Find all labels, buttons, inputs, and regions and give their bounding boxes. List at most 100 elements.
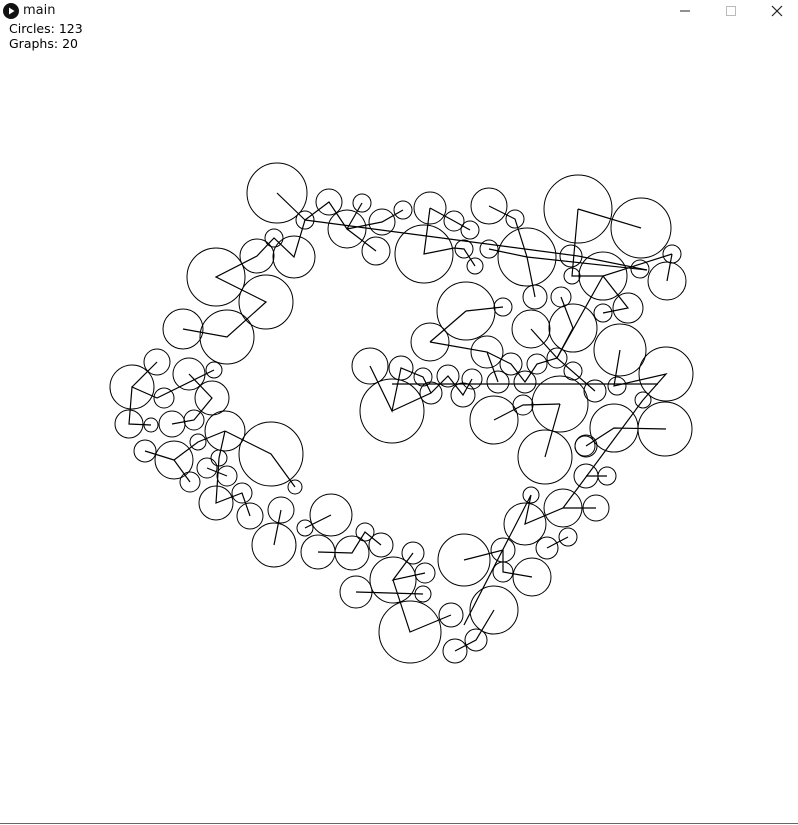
graph-edge-line <box>613 349 668 401</box>
graph-node-circle <box>662 244 682 264</box>
graph-node-circle <box>638 346 694 402</box>
graph-node-circle <box>143 417 159 433</box>
graph-node-circle <box>109 364 155 410</box>
graph-node-circle <box>351 347 389 385</box>
graph-node-circle <box>186 247 246 307</box>
graph-node-circle <box>492 561 514 583</box>
graph-node-circle <box>526 353 548 375</box>
graph-node-circle <box>239 238 275 274</box>
graph-node-circle <box>410 322 450 362</box>
graph-edge-line <box>429 207 471 231</box>
graph-node-circle <box>189 433 207 451</box>
graph-node-circle <box>393 200 413 220</box>
graph-node-circle <box>133 439 157 463</box>
graph-node-circle <box>419 381 443 405</box>
graph-node-circle <box>154 440 194 480</box>
graph-node-circle <box>368 532 394 558</box>
graph-node-circle <box>238 274 294 330</box>
graph-node-circle <box>309 493 353 537</box>
graph-edge-line <box>346 228 377 252</box>
graph-node-circle <box>414 562 436 584</box>
graph-node-circle <box>442 638 468 664</box>
graph-node-circle <box>153 387 175 409</box>
graph-node-circle <box>236 502 264 530</box>
graph-edge-line <box>556 296 574 359</box>
graph-edge-line <box>304 201 363 231</box>
graph-node-circle <box>194 380 230 416</box>
graph-edge-line <box>585 427 667 447</box>
graph-edge-line <box>544 403 561 458</box>
graph-node-circle <box>522 284 548 310</box>
graph-node-circle <box>563 361 583 381</box>
graph-edge-line <box>488 248 648 271</box>
graph-edge-line <box>317 531 382 554</box>
graph-node-circle <box>287 479 303 495</box>
graph-edge-line <box>463 549 533 578</box>
graph-node-circle <box>583 379 607 403</box>
graph-node-circle <box>497 227 557 287</box>
graph-edge-line <box>144 450 175 461</box>
graph-edge-line <box>369 365 432 413</box>
graph-node-circle <box>437 533 491 587</box>
graph-node-circle <box>543 488 583 528</box>
close-icon <box>771 5 783 17</box>
graph-node-circle <box>582 494 610 522</box>
graph-node-circle <box>550 286 572 308</box>
graph-node-circle <box>460 220 480 240</box>
graph-edge-line <box>391 375 473 412</box>
graph-node-circle <box>593 303 613 323</box>
graph-node-circle <box>238 421 304 487</box>
circles-label: Circles: <box>9 21 55 36</box>
graph-node-circle <box>464 628 488 652</box>
graph-node-circle <box>413 191 447 225</box>
graph-node-circle <box>461 368 483 390</box>
graph-node-circle <box>574 435 596 457</box>
graph-node-circle <box>559 244 583 268</box>
graph-node-circle <box>634 391 652 409</box>
graph-node-circle <box>114 409 144 439</box>
graph-edge-line <box>131 361 158 388</box>
graph-node-circle <box>531 375 589 433</box>
play-icon <box>3 3 19 19</box>
graph-node-circle <box>443 210 465 232</box>
graph-node-circle <box>183 409 205 431</box>
graph-node-circle <box>369 556 417 604</box>
graph-node-circle <box>490 537 516 563</box>
graph-node-circle <box>368 208 396 236</box>
close-button[interactable] <box>754 0 798 22</box>
graph-node-circle <box>469 585 519 635</box>
graph-edge-line <box>429 310 467 343</box>
graph-node-circle <box>436 281 496 341</box>
minimize-button[interactable] <box>662 0 708 22</box>
graph-edge-line <box>304 514 332 529</box>
graph-node-circle <box>466 257 484 275</box>
graph-node-circle <box>470 187 508 225</box>
graph-node-circle <box>272 235 316 279</box>
graph-edge-line <box>562 399 644 509</box>
circles-count: Circles: 123 <box>9 21 83 37</box>
maximize-button[interactable] <box>708 0 754 22</box>
graph-node-circle <box>198 485 234 521</box>
graph-node-circle <box>546 347 568 369</box>
graph-node-circle <box>334 535 370 571</box>
graph-edge-line <box>171 373 213 425</box>
graph-node-circle <box>505 209 525 229</box>
window-title: main <box>23 3 56 18</box>
graph-node-circle <box>522 486 540 504</box>
graph-edge-line <box>454 609 495 652</box>
graph-node-circle <box>558 527 578 547</box>
graph-node-circle <box>414 585 432 603</box>
title-bar[interactable]: main <box>0 0 798 22</box>
graph-edge-line <box>486 351 596 392</box>
graph-node-circle <box>315 188 343 216</box>
graph-node-circle <box>295 210 315 230</box>
graph-node-circle <box>589 403 639 453</box>
graph-node-circle <box>470 335 504 369</box>
graph-edge-line <box>391 552 426 581</box>
graph-edge-line <box>429 341 499 383</box>
stats-overlay: Circles: 123 Graphs: 20 <box>9 21 83 51</box>
maximize-icon <box>726 6 736 16</box>
graph-node-circle <box>511 309 551 349</box>
graph-node-circle <box>267 496 295 524</box>
